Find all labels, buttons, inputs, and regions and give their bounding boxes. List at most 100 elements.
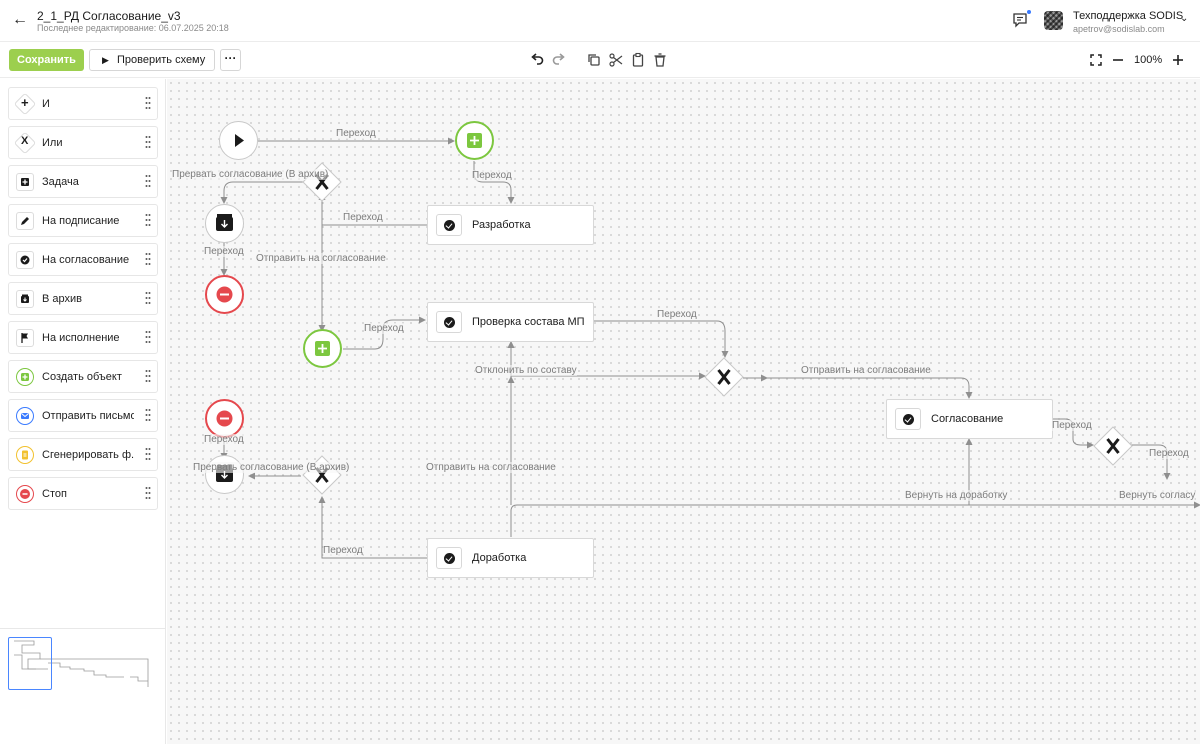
task-node-check-mp[interactable]: Проверка состава МП [427,302,594,342]
edge-label[interactable]: Прервать согласование (В архив) [172,169,329,180]
palette-item-approval[interactable]: На согласование [8,243,158,276]
palette-item-and[interactable]: + И [8,87,158,120]
edge-label[interactable]: Переход [204,434,244,445]
drag-handle-icon[interactable] [145,213,151,227]
or-gateway[interactable] [302,162,342,202]
or-gateway[interactable] [1093,426,1133,466]
approve-check-icon [436,214,462,236]
app-header: ← 2_1_РД Согласование_v3 Последнее редак… [0,0,1200,42]
drag-handle-icon[interactable] [145,330,151,344]
edge-label[interactable]: Переход [343,212,383,223]
task-icon [16,173,34,191]
edge-label[interactable]: Переход [657,309,697,320]
start-event[interactable] [219,121,258,160]
drag-handle-icon[interactable] [145,369,151,383]
create-object-node[interactable] [455,121,494,160]
archive-node[interactable] [205,204,244,243]
drag-handle-icon[interactable] [145,486,151,500]
diagram-edges [220,137,1200,559]
palette-item-execution[interactable]: На исполнение [8,321,158,354]
edge-label[interactable]: Переход [472,170,512,181]
palette-item-label: Стоп [42,488,67,500]
edge-label[interactable]: Отклонить по составу [475,365,577,376]
archive-icon [16,290,34,308]
edge-label[interactable]: Переход [1052,420,1092,431]
cut-icon[interactable] [608,52,624,68]
edge-label[interactable]: Вернуть на доработку [905,490,1008,501]
avatar[interactable] [1044,11,1063,30]
drag-handle-icon[interactable] [145,135,151,149]
undo-icon[interactable] [529,52,545,68]
pen-icon [16,212,34,230]
play-icon [235,134,244,147]
diagram-canvas[interactable]: Разработка Проверка состава МП Согласова… [167,79,1200,744]
copy-icon[interactable] [586,52,602,68]
stop-node[interactable] [205,399,244,438]
drag-handle-icon[interactable] [145,252,151,266]
drag-handle-icon[interactable] [145,291,151,305]
edge-label[interactable]: Отправить на согласование [426,462,556,473]
zoom-out-icon[interactable] [1110,52,1126,68]
task-node-approval[interactable]: Согласование [886,399,1053,439]
back-arrow-icon[interactable]: ← [12,11,28,28]
edge-label[interactable]: Прервать согласование (В архив) [193,462,350,473]
check-schema-button[interactable]: ▶ Проверить схему [89,49,215,71]
notification-dot [1026,9,1032,15]
palette-item-send-mail[interactable]: Отправить письмо [8,399,158,432]
paste-icon[interactable] [630,52,646,68]
palette-item-stop[interactable]: Стоп [8,477,158,510]
stop-icon [216,410,233,427]
task-label: Согласование [931,413,1004,425]
edge-label[interactable]: Переход [336,128,376,139]
chevron-down-icon[interactable]: ⌄ [1180,13,1189,24]
task-label: Доработка [472,552,527,564]
edge-label[interactable]: Переход [1149,448,1189,459]
x-glyph: X [21,135,29,147]
task-node-development[interactable]: Разработка [427,205,594,245]
drag-handle-icon[interactable] [145,408,151,422]
drag-handle-icon[interactable] [145,96,151,110]
task-label: Проверка состава МП [472,316,585,328]
palette-item-label: И [42,98,50,110]
palette-item-label: Задача [42,176,79,188]
delete-icon[interactable] [652,52,668,68]
check-schema-label: Проверить схему [117,54,206,66]
edge-label[interactable]: Отправить на согласование [256,253,386,264]
flag-icon [16,329,34,347]
edge-label[interactable]: Переход [364,323,404,334]
more-options-button[interactable]: ··· [220,49,241,71]
redo-icon[interactable] [551,52,567,68]
palette-item-archive[interactable]: В архив [8,282,158,315]
drag-handle-icon[interactable] [145,174,151,188]
archive-node[interactable] [205,455,244,494]
palette-item-signing[interactable]: На подписание [8,204,158,237]
create-object-node[interactable] [303,329,342,368]
minimap-viewport[interactable] [8,637,52,690]
stop-node[interactable] [205,275,244,314]
user-name: Техподдержка SODIS [1073,10,1184,22]
zoom-in-icon[interactable] [1170,52,1186,68]
edge-label[interactable]: Переход [204,246,244,257]
fit-screen-icon[interactable] [1088,52,1104,68]
edge-label[interactable]: Переход [323,545,363,556]
comments-icon[interactable] [1012,9,1032,28]
palette-item-label: Сгенерировать ф... [42,449,134,461]
minimap[interactable] [0,628,166,744]
plus-glyph: + [21,95,29,110]
drag-handle-icon[interactable] [145,447,151,461]
or-gateway[interactable] [302,455,342,495]
palette-item-task[interactable]: Задача [8,165,158,198]
palette-item-generate-file[interactable]: Сгенерировать ф... [8,438,158,471]
task-node-rework[interactable]: Доработка [427,538,594,578]
palette-item-create-object[interactable]: Создать объект [8,360,158,393]
palette-item-label: На подписание [42,215,120,227]
edge-label[interactable]: Вернуть согласу [1119,490,1196,501]
approve-check-icon [436,311,462,333]
palette-item-or[interactable]: X Или [8,126,158,159]
save-button[interactable]: Сохранить [9,49,84,71]
edge-label[interactable]: Отправить на согласование [801,365,931,376]
zoom-level: 100% [1134,54,1163,66]
toolbar: Сохранить ▶ Проверить схему ··· 100% [0,43,1200,78]
document-title: 2_1_РД Согласование_v3 [37,9,181,23]
or-gateway[interactable] [704,357,744,397]
